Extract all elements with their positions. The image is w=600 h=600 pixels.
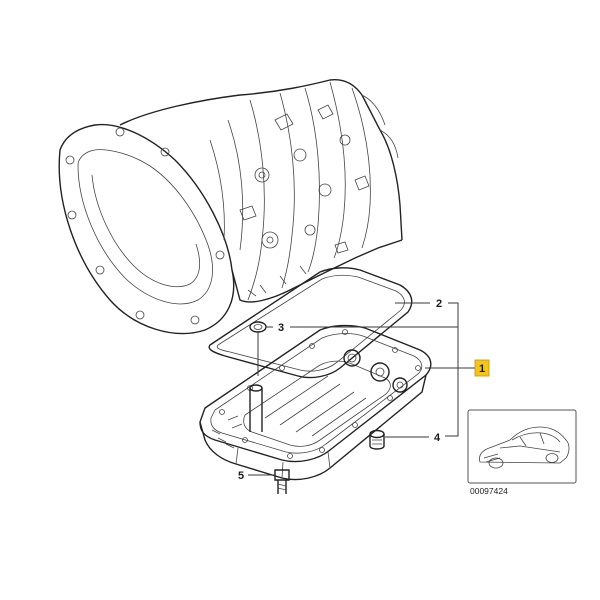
callout-5-label: 5 xyxy=(238,470,244,482)
callout-1-label: 1 xyxy=(479,363,485,375)
callout-4-label: 4 xyxy=(434,432,441,444)
hex-bolt[interactable] xyxy=(274,469,290,494)
car-icon xyxy=(479,426,570,469)
callout-1[interactable]: 1 xyxy=(474,359,490,377)
oil-pan[interactable] xyxy=(199,324,432,481)
leader-lines xyxy=(248,302,475,476)
screw-plug[interactable] xyxy=(369,429,385,450)
callout-3-label: 3 xyxy=(278,322,284,334)
callout-2[interactable]: 2 xyxy=(436,298,442,310)
oil-pan-gasket[interactable] xyxy=(208,267,413,379)
sealing-ring[interactable] xyxy=(249,321,267,333)
callout-4[interactable]: 4 xyxy=(434,432,441,444)
callout-2-label: 2 xyxy=(436,298,442,310)
callout-3[interactable]: 3 xyxy=(278,322,284,334)
transmission-housing[interactable] xyxy=(58,78,403,335)
callout-5[interactable]: 5 xyxy=(238,470,244,482)
thumbnail-reference-number: 00097424 xyxy=(470,486,508,496)
vehicle-thumbnail[interactable]: 00097424 xyxy=(467,409,577,496)
callout-1-highlight xyxy=(474,359,490,377)
